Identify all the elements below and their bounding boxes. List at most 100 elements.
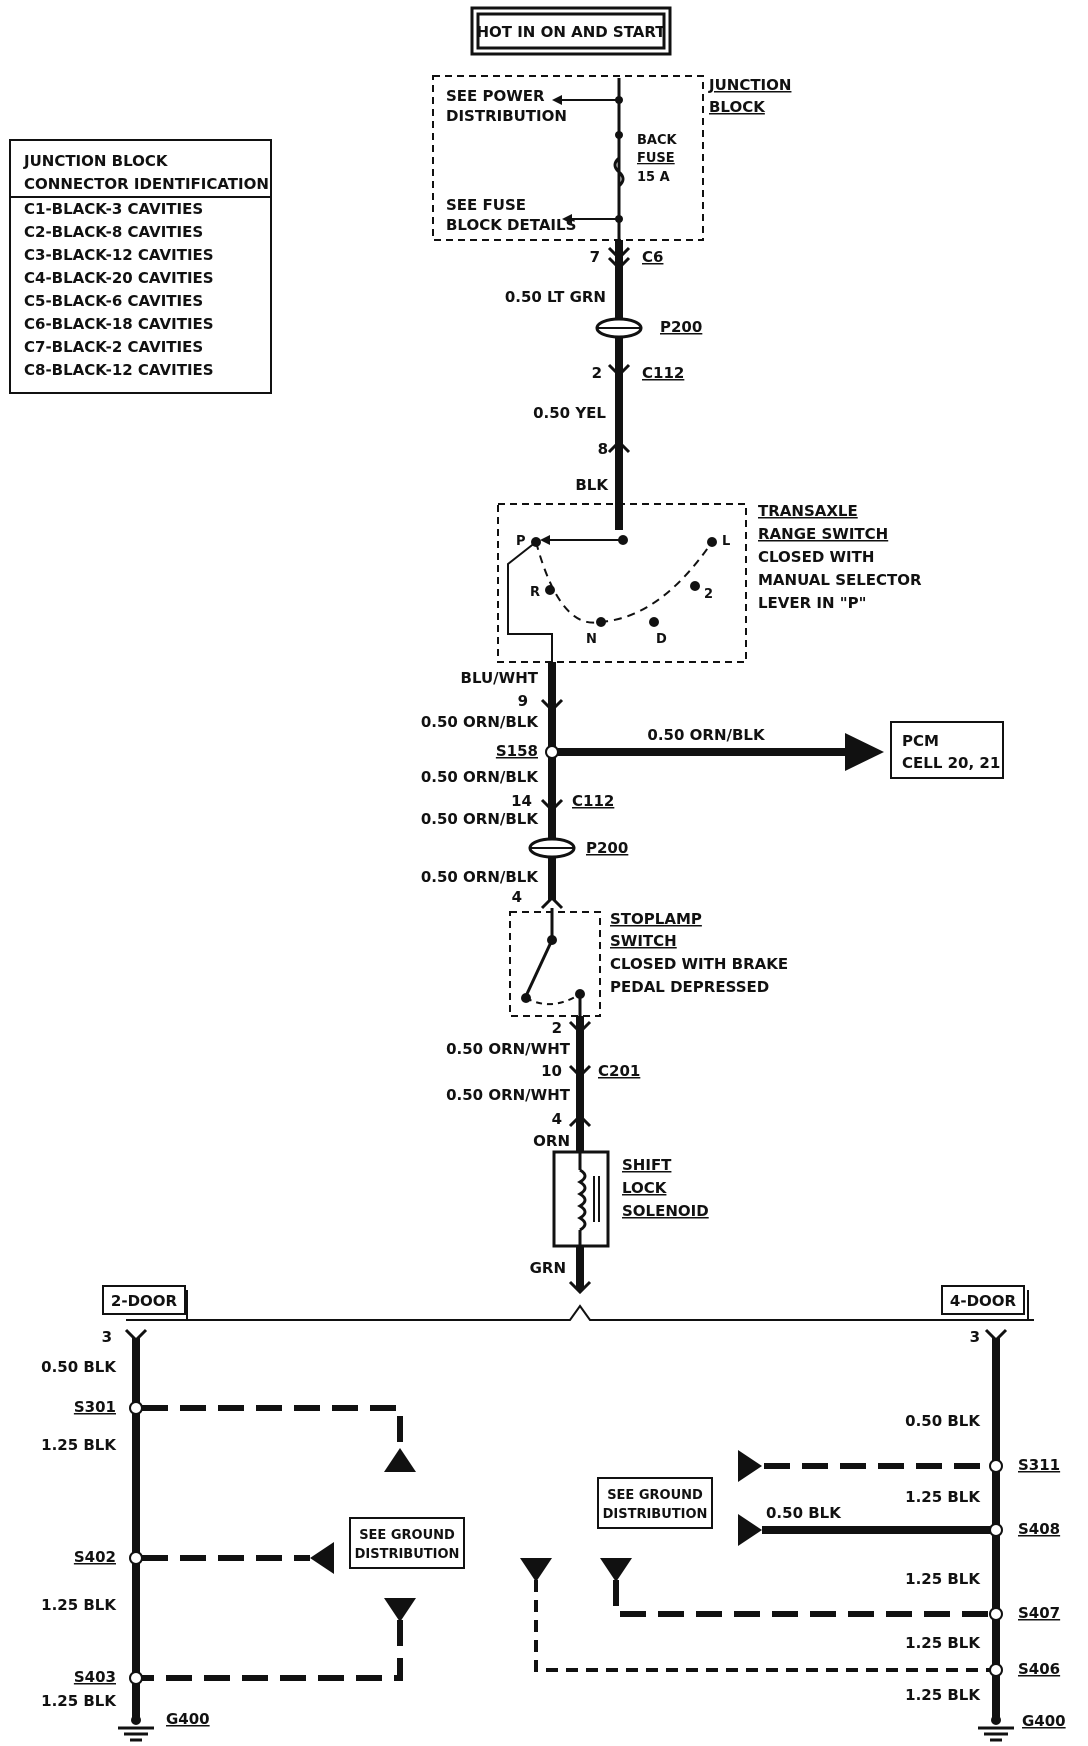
position-n: N	[586, 632, 597, 647]
connector-c201-label: C201	[598, 1062, 640, 1080]
wire-label: 1.25 BLK	[905, 1570, 981, 1588]
wire-label: 1.25 BLK	[41, 1436, 117, 1454]
wire-label: 1.25 BLK	[905, 1634, 981, 1652]
see-power-label: SEE POWER	[446, 87, 545, 105]
see-fuse-label-2: BLOCK DETAILS	[446, 216, 576, 234]
wire-label: 0.50 BLK	[905, 1412, 981, 1430]
stoplamp-label-3: CLOSED WITH BRAKE	[610, 955, 788, 973]
wire-label: BLK	[575, 476, 609, 494]
wire-label: ORN	[533, 1132, 570, 1150]
connector-table: JUNCTION BLOCK CONNECTOR IDENTIFICATION …	[9, 139, 272, 394]
solenoid-label-2: LOCK	[622, 1179, 668, 1197]
table-row: C8-BLACK-12 CAVITIES	[24, 361, 214, 379]
header-text: HOT IN ON AND START	[476, 23, 666, 41]
arrow-left-icon	[562, 214, 572, 224]
table-title-2: CONNECTOR IDENTIFICATION	[24, 175, 269, 193]
wire-label: 0.50 ORN/WHT	[446, 1086, 571, 1104]
pin-label: 7	[590, 248, 600, 266]
stoplamp-label-2: SWITCH	[610, 932, 677, 950]
ground-ref-label-2: DISTRIBUTION	[603, 1507, 708, 1522]
transaxle-label-3: CLOSED WITH	[758, 548, 874, 566]
junction-block-title: JUNCTION	[708, 76, 791, 94]
ground-arrow-up-icon	[384, 1448, 416, 1472]
two-door-ground: 2-DOOR 3 0.50 BLK S301 1.25 BLK S402 SEE…	[41, 1285, 465, 1742]
see-fuse-label: SEE FUSE	[446, 196, 526, 214]
wire-label: 1.25 BLK	[41, 1596, 117, 1614]
wire-label: BLU/WHT	[461, 669, 539, 687]
transaxle-label: TRANSAXLE	[758, 502, 858, 520]
header-box: HOT IN ON AND START	[470, 6, 672, 56]
ground-arrow-left-icon	[738, 1514, 762, 1546]
two-door-title: 2-DOOR	[111, 1292, 178, 1310]
see-power-label-2: DISTRIBUTION	[446, 107, 567, 125]
position-p: P	[516, 534, 526, 549]
fuse-label-2: FUSE	[637, 151, 675, 166]
table-row: C6-BLACK-18 CAVITIES	[24, 315, 214, 333]
connector-icon	[568, 1064, 592, 1079]
wire-label: GRN	[530, 1259, 566, 1277]
splice-s158-label: S158	[496, 742, 538, 760]
splice-s311-label: S311	[1018, 1456, 1060, 1474]
ground-ref-label: SEE GROUND	[607, 1488, 703, 1503]
position-l: L	[722, 534, 730, 549]
splice-s406-label: S406	[1018, 1660, 1060, 1678]
ground-ref-label-2: DISTRIBUTION	[355, 1547, 460, 1562]
solenoid-label-3: SOLENOID	[622, 1202, 709, 1220]
transaxle-label-2: RANGE SWITCH	[758, 525, 888, 543]
wire-label: 0.50 LT GRN	[505, 288, 606, 306]
pin-label: 8	[598, 440, 608, 458]
shift-lock-solenoid: SHIFT LOCK SOLENOID GRN	[530, 1150, 709, 1295]
lower-circuit: 2 0.50 ORN/WHT 10 C201 0.50 ORN/WHT 4 OR…	[446, 1016, 640, 1155]
fuse-icon	[613, 156, 625, 188]
wire-label: 0.50 ORN/BLK	[421, 868, 540, 886]
splice-s408-label: S408	[1018, 1520, 1060, 1538]
table-row: C1-BLACK-3 CAVITIES	[24, 200, 203, 218]
wire-label: 0.50 BLK	[766, 1504, 842, 1522]
fuse-rating: 15 A	[637, 170, 670, 185]
pin-label: 2	[552, 1019, 562, 1037]
passthrough-p200-label: P200	[586, 839, 628, 857]
ground-ref-label: SEE GROUND	[359, 1528, 455, 1543]
wire-label: 0.50 YEL	[533, 404, 606, 422]
four-door-title: 4-DOOR	[950, 1292, 1017, 1310]
connector-icon	[607, 439, 631, 454]
connector-icon	[540, 698, 564, 713]
stoplamp-label: STOPLAMP	[610, 910, 702, 928]
splice-s301-label: S301	[74, 1398, 116, 1416]
transaxle-range-switch: TRANSAXLE RANGE SWITCH CLOSED WITH MANUA…	[497, 502, 922, 663]
position-r: R	[530, 585, 540, 600]
wire-label: 0.50 ORN/WHT	[446, 1040, 571, 1058]
connector-icon	[607, 363, 631, 378]
solenoid-label: SHIFT	[622, 1156, 672, 1174]
splice-s403-label: S403	[74, 1668, 116, 1686]
pcm-label: PCM	[902, 732, 939, 750]
pin-label: 2	[592, 364, 602, 382]
pcm-label-2: CELL 20, 21	[902, 754, 1000, 772]
wire-label: 1.25 BLK	[905, 1488, 981, 1506]
ground-arrow-down-icon	[384, 1598, 416, 1622]
position-2: 2	[704, 587, 713, 602]
arrow-right-icon	[845, 733, 884, 771]
wire-label: 1.25 BLK	[905, 1686, 981, 1704]
pin-label: 14	[511, 792, 532, 810]
splice-s407-label: S407	[1018, 1604, 1060, 1622]
pcm-box: PCM CELL 20, 21	[890, 721, 1004, 779]
table-row: C2-BLACK-8 CAVITIES	[24, 223, 203, 241]
pin-label: 4	[512, 888, 522, 906]
ground-arrow-down-icon	[600, 1558, 632, 1582]
transaxle-label-5: LEVER IN "P"	[758, 594, 866, 612]
connector-icon	[568, 1113, 592, 1128]
stoplamp-label-4: PEDAL DEPRESSED	[610, 978, 769, 996]
coil-icon	[577, 1168, 587, 1232]
connector-icon	[540, 895, 564, 910]
middle-circuit: BLU/WHT 9 0.50 ORN/BLK S158 0.50 ORN/BLK…	[421, 662, 884, 910]
wire-label: 0.50 ORN/BLK	[421, 768, 540, 786]
splice-s402-label: S402	[74, 1548, 116, 1566]
fuse-label: BACK	[637, 133, 678, 148]
connector-c112-label: C112	[642, 364, 684, 382]
wire-label: 1.25 BLK	[41, 1692, 117, 1710]
upper-circuit: 7 C6 0.50 LT GRN P200 2 C112 0.50 YEL 8 …	[505, 240, 702, 530]
table-row: C7-BLACK-2 CAVITIES	[24, 338, 203, 356]
arrow-left-icon	[552, 95, 562, 105]
